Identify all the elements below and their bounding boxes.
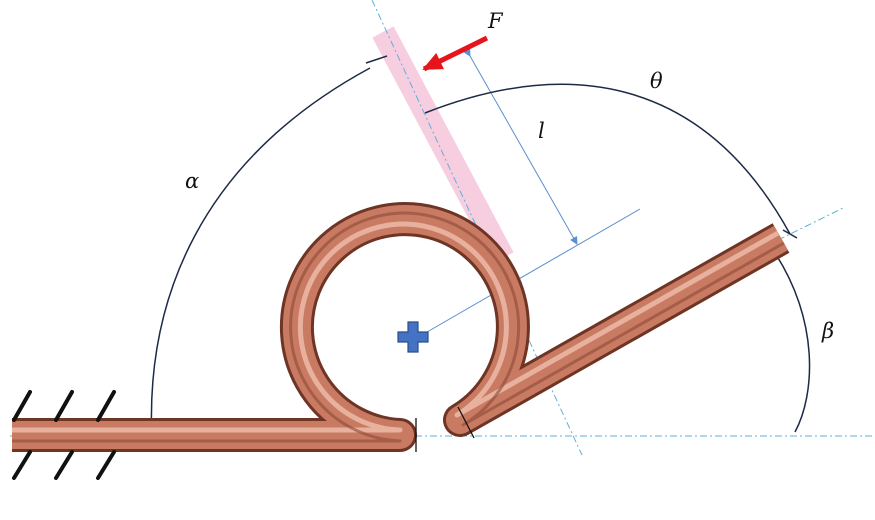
spring-wire-highlight: [12, 221, 780, 433]
spring-wire-body: [12, 205, 788, 449]
arm-axis: [777, 206, 846, 241]
beta-label: β: [821, 319, 834, 343]
center-cross-icon: [397, 321, 429, 353]
alpha-label: α: [185, 169, 199, 193]
beta-arc: [772, 249, 811, 433]
theta-label: θ: [650, 69, 663, 93]
alpha-arc-tick: [365, 55, 388, 64]
angle-arcs: [150, 55, 811, 442]
length-dimension-line: [463, 47, 578, 245]
ground-hatch-icon: [12, 390, 116, 480]
force-arrow: [422, 35, 489, 72]
segment-mark-right: [457, 406, 475, 439]
theta-arc-tick: [782, 229, 798, 239]
length-label: l: [538, 119, 545, 143]
wire-segment-marks: [415, 406, 475, 452]
theta-arc: [424, 83, 791, 235]
spring-wire-inner-shade: [12, 211, 785, 443]
center-to-arm-line: [407, 208, 641, 344]
force-label: F: [487, 9, 504, 33]
spring-wire-shadow: [12, 202, 790, 452]
alpha-arc: [150, 67, 371, 442]
torsion-spring: [12, 202, 790, 452]
